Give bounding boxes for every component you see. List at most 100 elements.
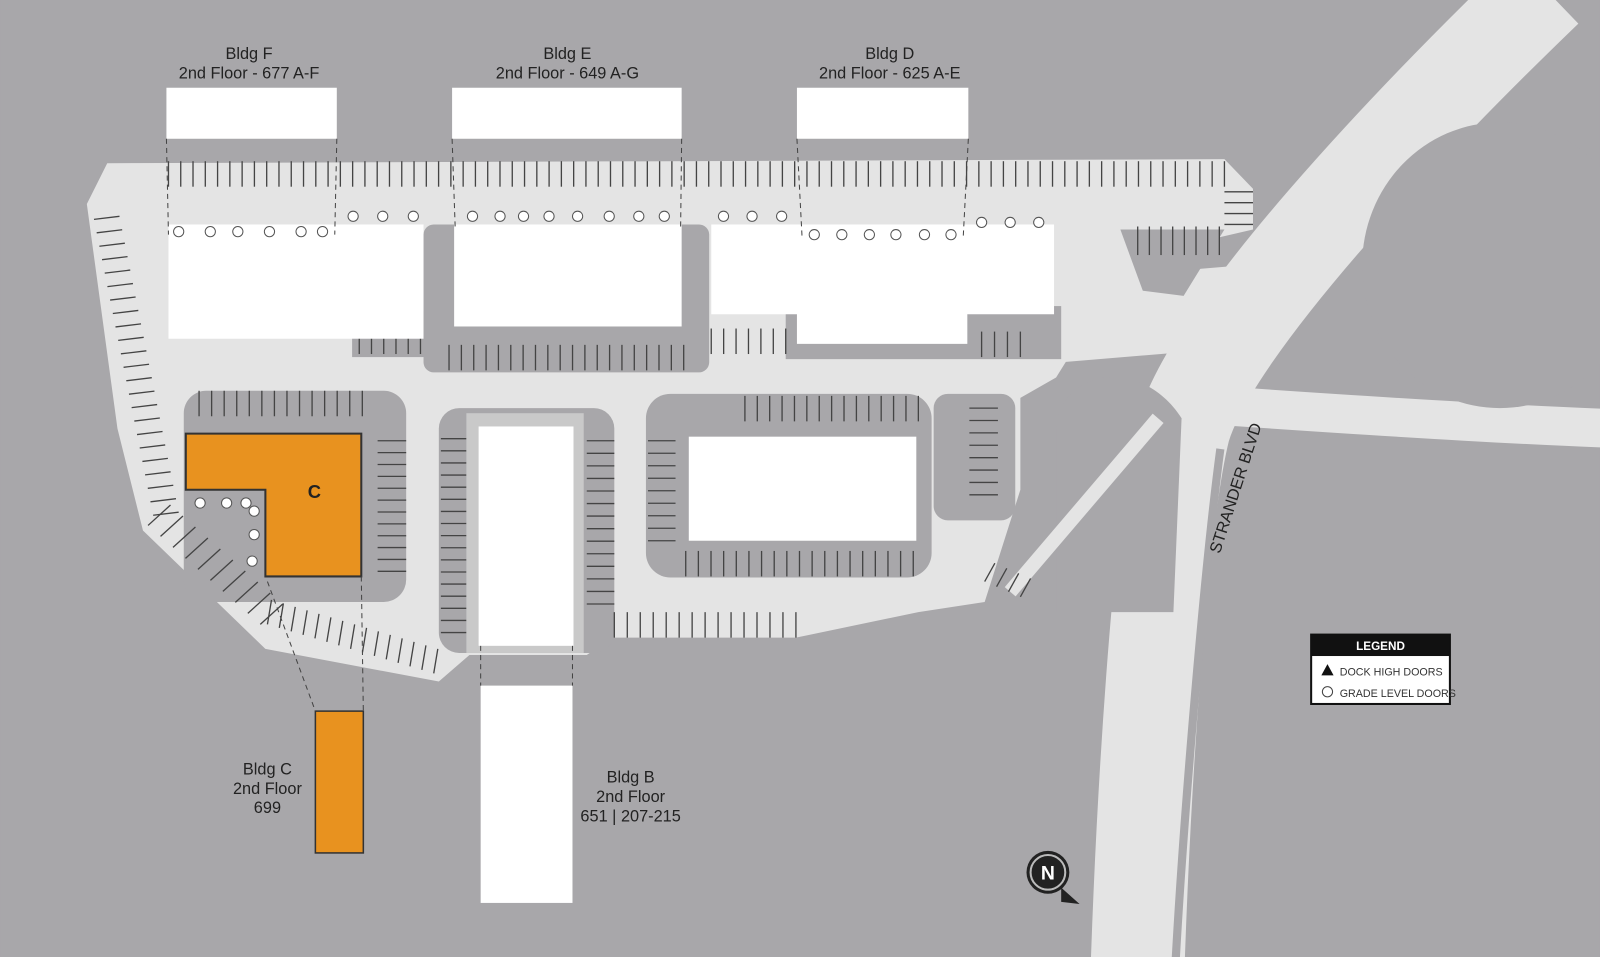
- parking-stripe: [99, 242, 125, 247]
- bldg-center: [688, 436, 917, 541]
- parking-stripe: [373, 631, 380, 656]
- grade-level-door-icon: [407, 210, 419, 222]
- floor-connectors: [165, 138, 969, 712]
- grade-level-door-icon: [240, 497, 252, 509]
- bldg-d: [711, 224, 1055, 344]
- grade-level-door-icon: [1033, 216, 1045, 229]
- bldg-e-name: Bldg E: [543, 45, 591, 63]
- grade-level-door-icon: [1321, 686, 1334, 698]
- grade-level-door-icon: [316, 225, 329, 238]
- grade-level-door-icon: [836, 229, 848, 241]
- parking-stripe: [128, 390, 155, 395]
- bldg-b-detail-2: 651 | 207-215: [580, 807, 680, 825]
- parking-stripe: [107, 282, 134, 288]
- parking-stripe: [247, 592, 271, 614]
- compass-pointer-icon: [1061, 887, 1080, 904]
- road-median: [1171, 448, 1225, 957]
- parking-stripe: [361, 627, 368, 653]
- legend-grade-level-doors: GRADE LEVEL DOORS: [1340, 688, 1456, 700]
- parking-stripe: [266, 599, 273, 625]
- bldg-f-name: Bldg F: [225, 45, 272, 63]
- north-compass: N: [1026, 850, 1080, 904]
- parking-stripe: [349, 624, 356, 649]
- bldg-e-detail: 2nd Floor - 649 A-G: [496, 65, 639, 83]
- grade-level-door-icon: [173, 225, 185, 238]
- grade-level-door-icon: [571, 210, 584, 222]
- grade-level-door-icon: [377, 210, 389, 222]
- parking-stripe: [131, 403, 158, 409]
- parking-stripe: [93, 215, 120, 221]
- bldg-d-label: Bldg D 2nd Floor - 625 A-E: [819, 45, 961, 82]
- grade-level-door-icon: [263, 225, 276, 238]
- grade-level-door-icon: [890, 229, 902, 241]
- parking-stripes: [93, 161, 1253, 674]
- parking-stripe: [110, 296, 136, 301]
- parking-stripe: [259, 603, 284, 625]
- parking-stripe: [150, 498, 177, 503]
- parking-stripe: [142, 457, 168, 463]
- grade-level-door-icon: [246, 555, 258, 567]
- grade-level-door-icon: [204, 225, 216, 238]
- bldg-c-2nd-floor: [314, 710, 365, 854]
- parking-stripe: [278, 603, 285, 629]
- grade-level-door-icon: [232, 225, 244, 238]
- bldg-e: [454, 224, 682, 327]
- parking-stripe: [409, 641, 415, 667]
- grade-level-door-icon: [194, 497, 206, 509]
- grade-level-door-icon: [975, 216, 988, 229]
- bldg-f-detail: 2nd Floor - 677 A-F: [179, 65, 320, 83]
- bldg-e-2nd-floor: [452, 87, 682, 139]
- bldg-b: [478, 426, 574, 646]
- bldg-e-label: Bldg E 2nd Floor - 649 A-G: [496, 45, 639, 82]
- bldg-f: [168, 224, 424, 339]
- parking-stripe: [160, 515, 184, 537]
- legend: LEGEND DOCK HIGH DOORS GRADE LEVEL DOORS: [1310, 633, 1456, 705]
- parking-stripe: [126, 377, 152, 382]
- parking-stripe: [147, 484, 174, 489]
- grade-level-door-icon: [918, 229, 931, 241]
- access-lane: [1004, 413, 1164, 597]
- grade-level-door-icon: [863, 229, 875, 241]
- bldg-d-2nd-floor: [796, 87, 969, 139]
- parking-stripe: [326, 617, 332, 642]
- grade-level-door-icon: [776, 210, 788, 222]
- parking-stripe: [145, 471, 171, 476]
- grade-level-door-icon: [658, 210, 670, 222]
- bldg-f-label: Bldg F 2nd Floor - 677 A-F: [179, 45, 320, 82]
- grade-level-door-icon: [347, 210, 359, 222]
- parking-stripe: [115, 323, 142, 328]
- parking-stripe: [101, 255, 128, 261]
- bldg-b-detail-1: 2nd Floor: [596, 788, 665, 806]
- bldg-c-label: Bldg C 2nd Floor 699: [233, 760, 302, 817]
- grade-level-door-icon: [295, 225, 307, 238]
- grade-level-door-icon: [633, 210, 645, 222]
- parking-stripe: [104, 269, 131, 274]
- parking-stripe: [984, 562, 996, 582]
- parking-stripe: [397, 638, 403, 663]
- parking-stripe: [338, 620, 344, 646]
- bldg-c-detail-1: 2nd Floor: [233, 780, 302, 798]
- grade-level-door-icon: [543, 210, 555, 222]
- bldg-c-footprint: [184, 432, 363, 578]
- legend-title: LEGEND: [1356, 640, 1405, 653]
- parking-stripe: [118, 336, 144, 342]
- bldg-b-label: Bldg B 2nd Floor 651 | 207-215: [580, 769, 680, 826]
- grade-level-door-icon: [1004, 216, 1016, 229]
- parking-stripe: [134, 417, 160, 422]
- roundabout-island: [1056, 377, 1182, 613]
- parking-stripe: [222, 570, 246, 592]
- buildings: [166, 87, 1055, 903]
- parking-stripe: [123, 363, 150, 368]
- bldg-d-detail: 2nd Floor - 625 A-E: [819, 65, 961, 83]
- parking-stripe: [209, 559, 234, 581]
- bldg-f-2nd-floor: [166, 87, 337, 139]
- bldg-b-name: Bldg B: [607, 769, 655, 787]
- parking-stripe: [147, 504, 171, 526]
- parking-stripe: [385, 634, 391, 660]
- compass-label: N: [1041, 862, 1055, 884]
- grade-level-door-icon: [746, 210, 758, 222]
- parking-stripe: [1007, 573, 1020, 593]
- parking-stripe: [136, 430, 163, 436]
- grade-level-door-icon: [221, 497, 233, 509]
